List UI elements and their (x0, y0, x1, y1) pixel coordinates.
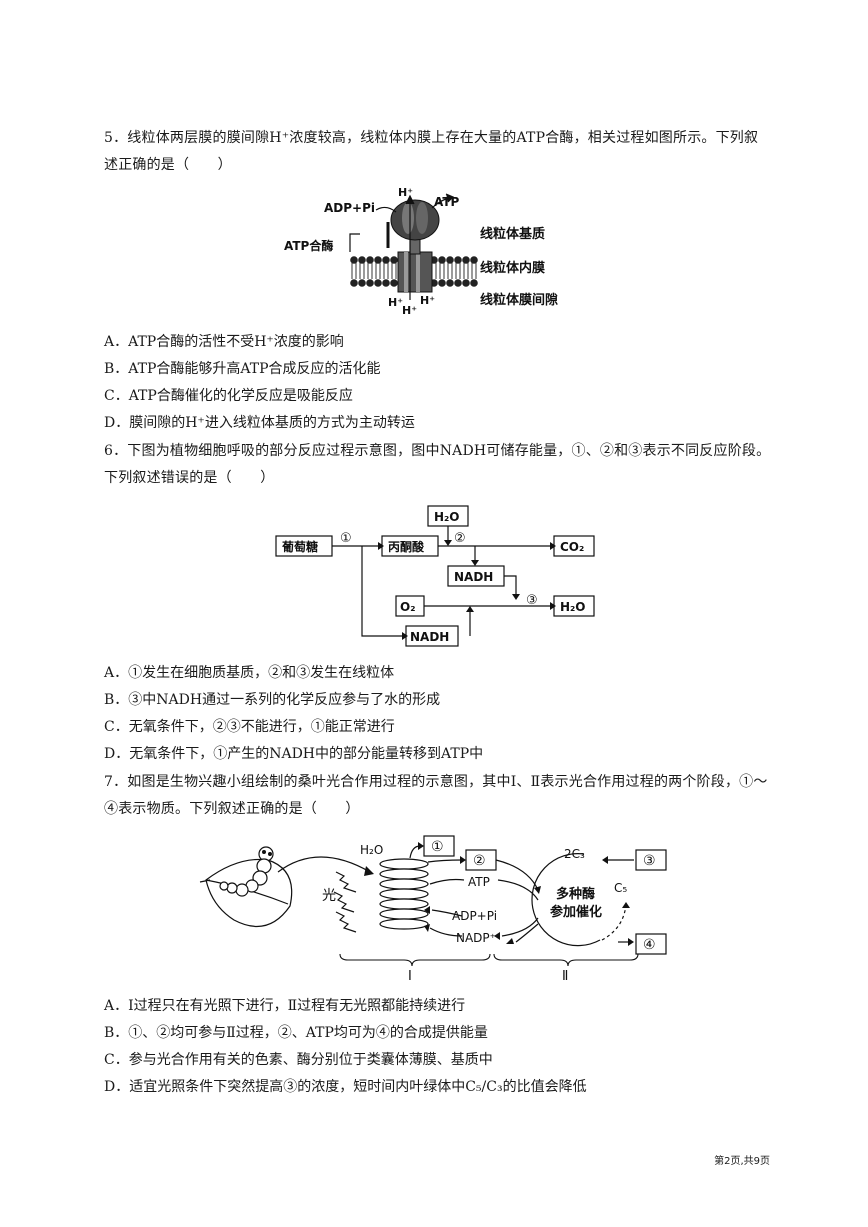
oxygen-label: O₂ (400, 600, 415, 614)
inner-membrane-label: 线粒体内膜 (480, 260, 545, 276)
h-ion-bottom-2: H⁺ (402, 304, 417, 317)
q6-stem-line1: 6．下图为植物细胞呼吸的部分反应过程示意图，图中NADH可储存能量，①、②和③表… (104, 443, 771, 459)
light-rays (333, 871, 357, 933)
nadh-bottom-label: NADH (410, 630, 449, 644)
atp-synthase-protein (386, 199, 440, 293)
q7-stem-line1: 7．如图是生物兴趣小组绘制的桑叶光合作用过程的示意图，其中Ⅰ、Ⅱ表示光合作用过程… (104, 774, 768, 790)
q7-option-b: B．①、②均可参与Ⅱ过程，②、ATP均可为④的合成提供能量 (104, 1025, 488, 1041)
q5-option-c: C．ATP合酶催化的化学反应是吸能反应 (104, 388, 353, 404)
light-label: 光 (322, 888, 336, 904)
water-top-label: H₂O (434, 510, 460, 524)
leaf-to-chloroplast-arrow (364, 866, 374, 876)
water-label: H₂O (360, 843, 383, 857)
q6-option-c: C．无氧条件下，②③不能进行，①能正常进行 (104, 719, 395, 735)
arrowheads-7 (418, 842, 541, 944)
lipid-row-bottom (350, 279, 478, 287)
light-stage-arrows (409, 845, 539, 943)
flow-arrows (349, 193, 455, 300)
substance-boxes (423, 835, 667, 955)
q5-stem-line2: 述正确的是（ ） (104, 157, 232, 173)
photosynthesis-figure: 光 H₂O ① ② ③ ④ (199, 835, 667, 984)
h-ion-bottom-1: H⁺ (388, 296, 403, 309)
q6-stem-line2: 下列叙述错误的是（ ） (104, 470, 275, 486)
q6-option-b: B．③中NADH通过一系列的化学反应参与了水的形成 (104, 692, 441, 708)
c3-label: 2C₃ (564, 847, 585, 861)
atp-synthase-label: ATP合酶 (284, 238, 333, 253)
substance-1-box-label: ① (431, 839, 444, 855)
leaf-silkworm-illustration (199, 846, 371, 928)
stage-braces (339, 953, 639, 967)
adp-pi-label-7: ADP+Pi (452, 909, 497, 923)
lipid-row-top (350, 256, 478, 264)
nadh-middle-label: NADH (454, 570, 493, 584)
page-number: 第2页,共9页 (714, 1156, 770, 1167)
q7-option-d: D．适宜光照条件下突然提高③的浓度，短时间内叶绿体中C₅/C₃的比值会降低 (104, 1079, 587, 1095)
pyruvate-label: 丙酮酸 (388, 539, 425, 554)
co2-label: CO₂ (560, 540, 584, 554)
h-ion-bottom-3: H⁺ (420, 294, 435, 307)
glucose-label: 葡萄糖 (281, 539, 318, 554)
intermembrane-space-label: 线粒体膜间隙 (480, 292, 558, 308)
step3-label: ③ (526, 593, 538, 608)
enzymes-label-line1: 多种酶 (556, 886, 595, 902)
calvin-arrowheads (602, 856, 634, 946)
step1-label: ① (340, 531, 352, 546)
water-right-label: H₂O (560, 600, 586, 614)
atp-label: ATP (434, 195, 460, 209)
stage-1-label: Ⅰ (408, 969, 412, 984)
substance-2-box-label: ② (473, 853, 486, 869)
connector-lines (332, 526, 550, 637)
enzymes-label-line2: 参加催化 (550, 904, 602, 920)
respiration-figure: 葡萄糖 丙酮酸 H₂O CO₂ NADH O₂ H₂O NADH ① ② ③ (275, 505, 595, 647)
step2-label: ② (454, 531, 466, 546)
atp-synthase-figure: H⁺ ADP+Pi ATP ATP合酶 线粒体基质 线粒体内膜 线粒体膜间隙 H… (284, 186, 558, 317)
adp-pi-label: ADP+Pi (324, 201, 375, 215)
q5-stem-line1: 5．线粒体两层膜的膜间隙H⁺浓度较高，线粒体内膜上存在大量的ATP合酶，相关过程… (104, 130, 759, 146)
arrowheads (378, 540, 556, 640)
substance-3-box-label: ③ (643, 853, 656, 869)
c5-label: C₅ (614, 881, 627, 895)
q6-option-a: A．①发生在细胞质基质，②和③发生在线粒体 (104, 665, 395, 681)
q7-option-a: A．Ⅰ过程只在有光照下进行，Ⅱ过程有无光照都能持续进行 (104, 998, 466, 1014)
matrix-label: 线粒体基质 (480, 226, 545, 242)
q5-option-a: A．ATP合酶的活性不受H⁺浓度的影响 (104, 334, 344, 350)
stage-2-label: Ⅱ (562, 969, 568, 984)
h-ion-top-label: H⁺ (398, 186, 413, 199)
atp-label-7: ATP (468, 875, 490, 889)
node-boxes (275, 505, 595, 647)
nadp-label: NADP⁺ (456, 931, 496, 945)
q5-option-b: B．ATP合酶能够升高ATP合成反应的活化能 (104, 361, 381, 377)
thylakoid-stack (379, 858, 429, 930)
q6-option-d: D．无氧条件下，①产生的NADH中的部分能量转移到ATP中 (104, 746, 484, 762)
q7-option-c: C．参与光合作用有关的色素、酶分别位于类囊体薄膜、基质中 (104, 1052, 493, 1068)
substance-4-box-label: ④ (643, 937, 656, 953)
q5-option-d: D．膜间隙的H⁺进入线粒体基质的方式为主动转运 (104, 415, 415, 431)
q7-stem-line2: ④表示物质。下列叙述正确的是（ ） (104, 801, 360, 817)
